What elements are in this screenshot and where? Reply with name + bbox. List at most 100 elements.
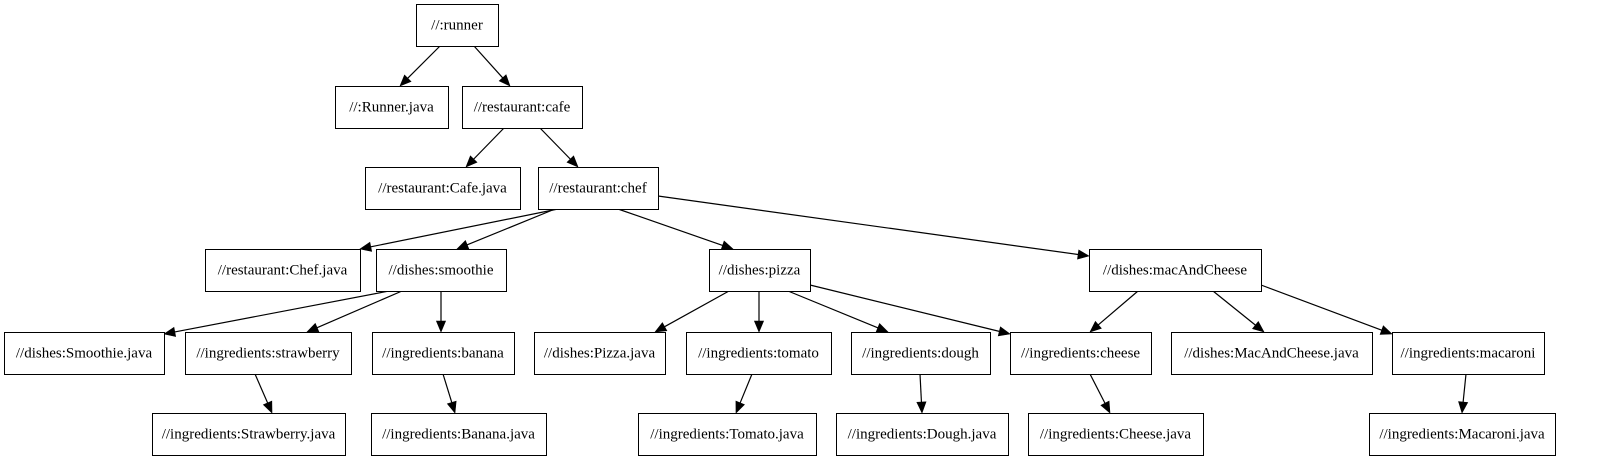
- node-label: //dishes:MacAndCheese.java: [1184, 345, 1359, 361]
- node-label: //ingredients:Banana.java: [382, 426, 535, 442]
- node-box[interactable]: [534, 332, 666, 375]
- node-box[interactable]: [836, 413, 1009, 456]
- edge-dishes_pizza-to-dishes_pizza_java: [654, 290, 730, 333]
- node-label: //:runner: [431, 17, 483, 33]
- node-label: //ingredients:Cheese.java: [1040, 426, 1192, 442]
- edge-line: [473, 127, 505, 160]
- arrowhead-icon: [306, 322, 320, 333]
- node-ing_dough_java[interactable]: //ingredients:Dough.java: [836, 413, 1009, 456]
- node-box[interactable]: [335, 86, 449, 129]
- node-restaurant_chef_java[interactable]: //restaurant:Chef.java: [205, 249, 361, 292]
- node-box[interactable]: [371, 413, 547, 456]
- edge-dishes_macandcheese-to-dishes_macandcheese_java: [1212, 290, 1265, 333]
- node-label: //ingredients:Tomato.java: [650, 426, 804, 442]
- node-ing_macaroni[interactable]: //ingredients:macaroni: [1392, 332, 1545, 375]
- node-label: //ingredients:Dough.java: [848, 426, 997, 442]
- edge-line: [316, 290, 403, 329]
- edge-dishes_smoothie-to-ing_banana: [435, 291, 447, 333]
- node-label: //restaurant:chef: [549, 180, 646, 196]
- node-box[interactable]: [1392, 332, 1545, 375]
- edge-dishes_pizza-to-ing_dough: [787, 290, 889, 333]
- node-box[interactable]: [372, 332, 515, 375]
- node-label: //ingredients:Macaroni.java: [1379, 426, 1545, 442]
- edge-line: [254, 373, 269, 404]
- node-box[interactable]: [4, 332, 165, 375]
- node-label: //dishes:smoothie: [389, 262, 494, 278]
- node-label: //dishes:pizza: [719, 262, 801, 278]
- edge-dishes_pizza-to-ing_tomato: [753, 291, 765, 333]
- node-ing_tomato[interactable]: //ingredients:tomato: [686, 332, 832, 375]
- node-box[interactable]: [365, 167, 521, 210]
- arrowhead-icon: [1089, 320, 1102, 333]
- arrowhead-icon: [1379, 325, 1393, 335]
- edge-line: [174, 290, 390, 333]
- node-box[interactable]: [638, 413, 817, 456]
- edge-restaurant_chef-to-restaurant_chef_java: [359, 208, 559, 252]
- node-dishes_pizza_java[interactable]: //dishes:Pizza.java: [534, 332, 666, 375]
- node-ing_banana[interactable]: //ingredients:banana: [372, 332, 515, 375]
- edge-restaurant_chef-to-dishes_macandcheese: [657, 195, 1090, 260]
- edge-dishes_macandcheese-to-ing_macaroni: [1260, 284, 1393, 335]
- node-dishes_macandcheese[interactable]: //dishes:macAndCheese: [1089, 249, 1262, 292]
- nodes-layer: //:runner //:Runner.java //restaurant:cafe…: [4, 4, 1556, 456]
- edge-ing_cheese-to-ing_cheese_java: [1089, 373, 1111, 414]
- node-label: //:Runner.java: [349, 99, 434, 115]
- arrowhead-icon: [566, 155, 579, 168]
- node-ing_macaroni_java[interactable]: //ingredients:Macaroni.java: [1369, 413, 1556, 456]
- node-box[interactable]: [709, 249, 811, 292]
- edge-ing_dough-to-ing_dough_java: [916, 373, 927, 414]
- node-box[interactable]: [205, 249, 361, 292]
- node-box[interactable]: [686, 332, 832, 375]
- node-label: //ingredients:banana: [382, 345, 504, 361]
- arrowhead-icon: [654, 322, 668, 333]
- node-ing_cheese[interactable]: //ingredients:cheese: [1010, 332, 1152, 375]
- edge-dishes_smoothie-to-dishes_smoothie_java: [163, 290, 390, 337]
- node-box[interactable]: [1010, 332, 1152, 375]
- node-box[interactable]: [1171, 332, 1373, 375]
- node-restaurant_cafe_java[interactable]: //restaurant:Cafe.java: [365, 167, 521, 210]
- node-box[interactable]: [416, 4, 499, 47]
- arrowhead-icon: [875, 323, 889, 333]
- node-ing_tomato_java[interactable]: //ingredients:Tomato.java: [638, 413, 817, 456]
- arrowhead-icon: [1100, 400, 1111, 414]
- node-label: //ingredients:cheese: [1021, 345, 1140, 361]
- node-ing_cheese_java[interactable]: //ingredients:Cheese.java: [1028, 413, 1204, 456]
- node-box[interactable]: [152, 413, 346, 456]
- node-ing_strawberry[interactable]: //ingredients:strawberry: [185, 332, 352, 375]
- node-dishes_pizza[interactable]: //dishes:pizza: [709, 249, 811, 292]
- node-box[interactable]: [376, 249, 507, 292]
- node-runner[interactable]: //:runner: [416, 4, 499, 47]
- node-label: //restaurant:Chef.java: [218, 262, 348, 278]
- node-label: //ingredients:Strawberry.java: [162, 426, 336, 442]
- node-box[interactable]: [851, 332, 991, 375]
- node-box[interactable]: [462, 86, 583, 129]
- node-ing_banana_java[interactable]: //ingredients:Banana.java: [371, 413, 547, 456]
- node-label: //restaurant:cafe: [474, 99, 571, 115]
- node-dishes_macandcheese_java[interactable]: //dishes:MacAndCheese.java: [1171, 332, 1373, 375]
- node-label: //restaurant:Cafe.java: [378, 180, 507, 196]
- node-dishes_smoothie_java[interactable]: //dishes:Smoothie.java: [4, 332, 165, 375]
- node-ing_strawberry_java[interactable]: //ingredients:Strawberry.java: [152, 413, 346, 456]
- edge-line: [739, 373, 753, 404]
- arrowhead-icon: [720, 240, 734, 251]
- arrowhead-icon: [1458, 401, 1469, 414]
- node-box[interactable]: [1089, 249, 1262, 292]
- node-box[interactable]: [538, 167, 659, 210]
- node-dishes_smoothie[interactable]: //dishes:smoothie: [376, 249, 507, 292]
- node-ing_dough[interactable]: //ingredients:dough: [851, 332, 991, 375]
- edge-line: [1089, 373, 1106, 404]
- edge-dishes_smoothie-to-ing_strawberry: [306, 290, 403, 333]
- node-label: //dishes:Smoothie.java: [16, 345, 153, 361]
- node-restaurant_chef[interactable]: //restaurant:chef: [538, 167, 659, 210]
- node-runner_java[interactable]: //:Runner.java: [335, 86, 449, 129]
- node-label: //ingredients:dough: [862, 345, 979, 361]
- node-box[interactable]: [185, 332, 352, 375]
- node-box[interactable]: [1028, 413, 1204, 456]
- node-box[interactable]: [1369, 413, 1556, 456]
- edge-restaurant_chef-to-dishes_pizza: [617, 208, 734, 251]
- arrowhead-icon: [997, 326, 1011, 337]
- edge-line: [442, 373, 453, 403]
- node-label: //ingredients:tomato: [698, 345, 819, 361]
- node-restaurant_cafe[interactable]: //restaurant:cafe: [462, 86, 583, 129]
- edge-ing_banana-to-ing_banana_java: [442, 373, 457, 414]
